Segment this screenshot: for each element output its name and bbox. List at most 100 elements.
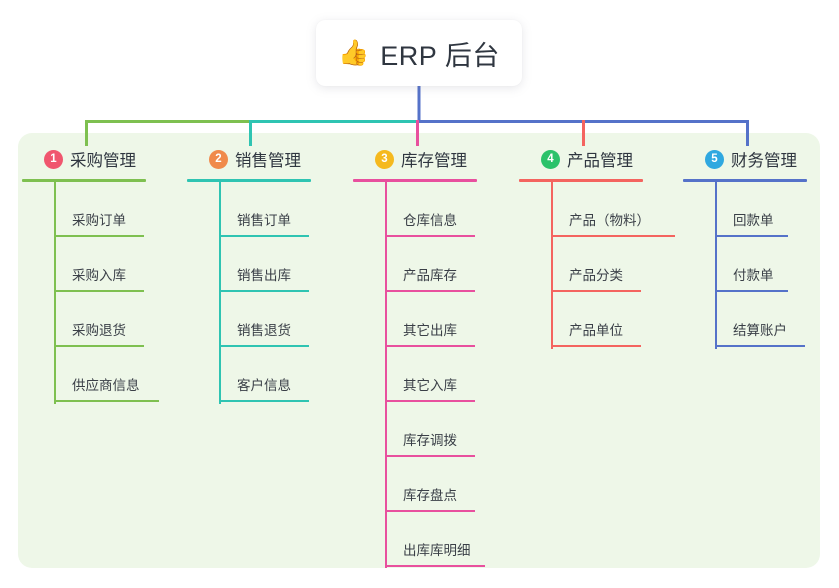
leaf-label: 产品（物料）	[569, 213, 650, 228]
root-node-card[interactable]: 👍 ERP 后台	[316, 20, 522, 86]
leaf-rule	[385, 510, 475, 512]
column-sales: 2 销售管理 销售订单 销售出库 销售退货 客户信息	[187, 146, 347, 404]
list-item[interactable]: 其它入库	[353, 347, 523, 402]
leaf-label: 客户信息	[237, 378, 291, 393]
column-title-2: 销售管理	[235, 152, 301, 170]
list-item[interactable]: 销售出库	[187, 237, 347, 292]
column-title-5: 财务管理	[731, 152, 797, 170]
leaf-label: 仓库信息	[403, 213, 457, 228]
leaf-label: 销售退货	[237, 323, 291, 338]
leaf-label: 付款单	[733, 268, 774, 283]
column-rule-2	[187, 179, 311, 182]
column-leaf-list-2: 销售订单 销售出库 销售退货 客户信息	[187, 182, 347, 404]
leaf-label: 结算账户	[733, 323, 787, 338]
column-rule-1	[22, 179, 146, 182]
leaf-label: 采购入库	[72, 268, 126, 283]
column-spine-1	[54, 182, 56, 404]
leaf-label: 采购订单	[72, 213, 126, 228]
column-header[interactable]: 3 库存管理	[353, 146, 523, 172]
leaf-label: 采购退货	[72, 323, 126, 338]
list-item[interactable]: 采购退货	[22, 292, 182, 347]
column-badge-1: 1	[44, 149, 63, 169]
list-item[interactable]: 产品单位	[519, 292, 699, 347]
column-leaf-list-1: 采购订单 采购入库 采购退货 供应商信息	[22, 182, 182, 404]
leaf-label: 出库库明细	[403, 543, 471, 558]
list-item[interactable]: 付款单	[683, 237, 839, 292]
list-item[interactable]: 库存调拨	[353, 402, 523, 457]
list-item[interactable]: 出库库明细	[353, 512, 523, 567]
column-rule-5	[683, 179, 807, 182]
leaf-rule	[54, 290, 144, 292]
leaf-label: 产品分类	[569, 268, 623, 283]
list-item[interactable]: 供应商信息	[22, 347, 182, 402]
leaf-label: 回款单	[733, 213, 774, 228]
leaf-rule	[385, 235, 475, 237]
leaf-label: 产品库存	[403, 268, 457, 283]
list-item[interactable]: 采购订单	[22, 182, 182, 237]
leaf-label: 其它入库	[403, 378, 457, 393]
leaf-rule	[219, 235, 309, 237]
leaf-rule	[54, 235, 144, 237]
list-item[interactable]: 客户信息	[187, 347, 347, 402]
column-leaf-list-5: 回款单 付款单 结算账户	[683, 182, 839, 349]
leaf-rule	[715, 235, 788, 237]
column-leaf-list-3: 仓库信息 产品库存 其它出库 其它入库 库存调拨 库存盘点	[353, 182, 523, 568]
column-leaf-list-4: 产品（物料） 产品分类 产品单位	[519, 182, 699, 349]
list-item[interactable]: 产品库存	[353, 237, 523, 292]
column-title-1: 采购管理	[70, 152, 136, 170]
leaf-label: 销售出库	[237, 268, 291, 283]
list-item[interactable]: 销售订单	[187, 182, 347, 237]
column-header[interactable]: 4 产品管理	[519, 146, 699, 172]
column-header[interactable]: 1 采购管理	[22, 146, 182, 172]
column-finance: 5 财务管理 回款单 付款单 结算账户	[683, 146, 839, 349]
leaf-label: 产品单位	[569, 323, 623, 338]
leaf-label: 库存调拨	[403, 433, 457, 448]
leaf-label: 其它出库	[403, 323, 457, 338]
column-rule-4	[519, 179, 643, 182]
column-header[interactable]: 2 销售管理	[187, 146, 347, 172]
column-spine-2	[219, 182, 221, 404]
column-header[interactable]: 5 财务管理	[683, 146, 839, 172]
column-spine-4	[551, 182, 553, 349]
list-item[interactable]: 采购入库	[22, 237, 182, 292]
leaf-rule	[551, 290, 641, 292]
column-spine-3	[385, 182, 387, 568]
leaf-rule	[715, 345, 805, 347]
list-item[interactable]: 库存盘点	[353, 457, 523, 512]
list-item[interactable]: 仓库信息	[353, 182, 523, 237]
leaf-rule	[54, 345, 144, 347]
leaf-rule	[219, 290, 309, 292]
column-badge-2: 2	[209, 149, 228, 169]
leaf-label: 库存盘点	[403, 488, 457, 503]
list-item[interactable]: 产品（物料）	[519, 182, 699, 237]
leaf-rule	[385, 345, 475, 347]
leaf-rule	[385, 455, 475, 457]
list-item[interactable]: 结算账户	[683, 292, 839, 347]
leaf-rule	[551, 235, 675, 237]
column-badge-4: 4	[541, 149, 560, 169]
leaf-rule	[219, 345, 309, 347]
column-badge-3: 3	[375, 149, 394, 169]
column-inventory: 3 库存管理 仓库信息 产品库存 其它出库 其它入库 库存调拨	[353, 146, 523, 568]
background-panel	[18, 133, 820, 568]
leaf-rule	[54, 400, 159, 402]
list-item[interactable]: 销售退货	[187, 292, 347, 347]
leaf-rule	[715, 290, 788, 292]
root-node-content: 👍 ERP 后台	[338, 34, 500, 73]
leaf-rule	[385, 400, 475, 402]
thumbs-up-icon: 👍	[338, 38, 370, 67]
leaf-rule	[385, 565, 485, 567]
leaf-rule	[219, 400, 309, 402]
column-rule-3	[353, 179, 477, 182]
column-badge-5: 5	[705, 149, 724, 169]
list-item[interactable]: 回款单	[683, 182, 839, 237]
leaf-rule	[385, 290, 475, 292]
list-item[interactable]: 产品分类	[519, 237, 699, 292]
leaf-label: 销售订单	[237, 213, 291, 228]
list-item[interactable]: 其它出库	[353, 292, 523, 347]
column-product: 4 产品管理 产品（物料） 产品分类 产品单位	[519, 146, 699, 349]
column-title-4: 产品管理	[567, 152, 633, 170]
root-node-title: ERP 后台	[380, 40, 500, 71]
leaf-label: 供应商信息	[72, 378, 140, 393]
